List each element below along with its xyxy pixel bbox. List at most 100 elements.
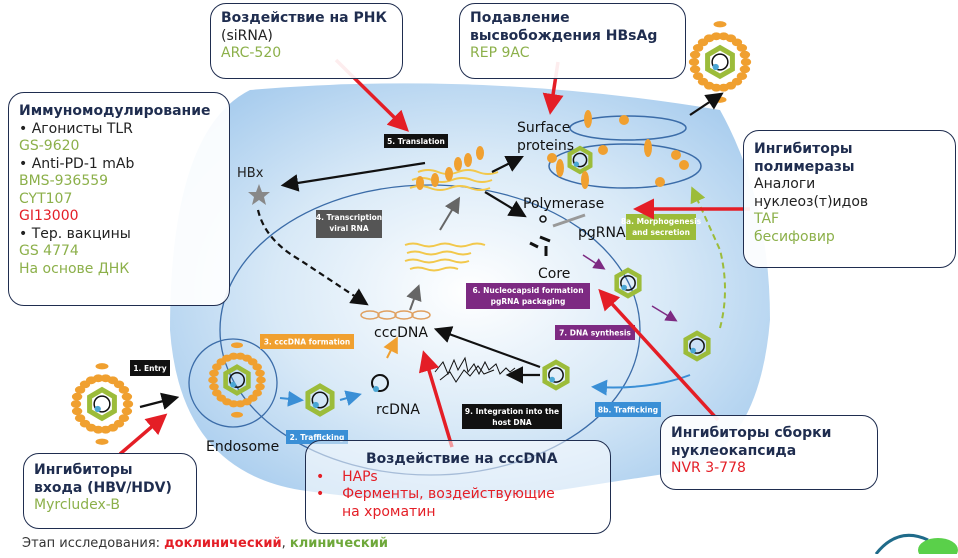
cccdna-chain [360,310,431,320]
host-dna [434,356,516,383]
drug-taf: TAF [754,211,780,227]
box-cccdna-targeting: Воздействие на cccDNA • HAPs • Ферменты,… [305,440,611,534]
polymerase-line-1: Аналоги [754,176,816,192]
legend-prefix: Этап исследования: [22,536,165,551]
legend-clinical: клинический [289,536,388,551]
step-label-8b: 8b. Trafficking [595,402,661,417]
step-label-text: 9. Integration into the [465,407,559,416]
surface-protein [598,145,608,155]
step-label-text: 7. DNA synthesis [559,329,631,338]
translating-mrna [409,169,499,191]
box-polymerase-title-2: полимеразы [754,158,855,175]
step-label-text: pgRNA packaging [491,297,566,306]
immuno-bullet-pd1: • Anti-PD-1 mAb [19,155,135,172]
immuno-bullet-tlr: • Агонисты TLR [19,120,133,137]
arrow-trafficking-1 [279,390,304,407]
arrow-secretion [689,92,724,116]
drug-arc-520: ARC-520 [221,45,282,61]
hbx-star [248,184,270,205]
cccdna-item-enzymes: • Ферменты, воздействующие [316,486,555,502]
step-label-bg [466,283,590,309]
pgrna-symbol [552,213,586,228]
arrow-rna-up [439,196,461,231]
step-label-bg [130,360,170,376]
polymerase-symbol [539,215,547,223]
virion-in-endosome [208,342,266,418]
nucleocapsid-pgrna [614,267,642,299]
cccdna-item-haps: • HAPs [316,468,378,485]
step-label-bg [595,402,661,417]
cccdna-item-enzymes-text: Ферменты, воздействующие [342,486,555,502]
step-label-bg [384,134,448,148]
mature-nucleocapsid [683,330,711,362]
box-entry-title-1: Ингибиторы [34,462,133,478]
drug-gs-9620: GS-9620 [19,138,80,154]
surface-protein [671,150,681,160]
box-cccdna-title: Воздействие на cccDNA [366,451,558,467]
arrow-cccdna-to-rna [406,284,422,311]
arrow-hbx-to-cccdna [256,209,369,306]
arrow-trafficking-2 [339,390,362,406]
surface-protein [655,177,665,187]
ribosomes [416,146,484,190]
rcdna-ring [371,374,389,392]
label-surface: Surface [517,120,570,136]
capsid-in-er [567,145,593,175]
box-entry-title-2: входа (HBV/HDV) [34,479,172,496]
virion-secreted-capsid [705,44,735,80]
arrow-to-nucleocapsid [582,254,606,270]
cccdna-item-haps-text: HAPs [342,468,378,485]
virion-in-endosome-capsid [223,364,251,396]
box-hbsag-title-1: Подавление [470,10,570,26]
step-label-6: 6. Nucleocapsid formation pgRNA packaging [466,283,590,309]
viral-rna [404,242,486,272]
label-proteins: proteins [517,138,574,154]
drug-rep-9ac: REP 9AC [470,45,530,61]
core-symbol [529,235,551,256]
step-label-7: 7. DNA synthesis [555,325,635,340]
drug-bms-936559: BMS-936559 [19,173,109,189]
step-label-text: 3. cccDNA formation [264,338,351,347]
logo-icon [874,533,958,554]
step-label-text: 8b. Trafficking [598,406,658,415]
polymerase-dot [373,386,379,392]
immuno-bullet-vaccines: • Тер. вакцины [19,225,131,242]
recycled-nucleocapsid [542,359,570,391]
step-label-bg [555,325,635,340]
step-label-3: 3. cccDNA formation [260,334,354,349]
arrow-recycle-cccdna [433,326,541,369]
step-label-text: 4. Transcription [316,213,382,222]
box-capsid-title-1: Ингибиторы сборки [671,425,832,441]
drug-myrcludex-b: Myrcludex-B [34,497,120,513]
cccdna-item-chromatin: на хроматин [342,503,436,520]
box-hbsag-title-2: высвобождения HBsAg [470,27,658,44]
er-membrane-1 [569,115,687,141]
research-stage-legend: Этап исследования: доклинический, клинич… [22,536,388,551]
virion-entering-capsid [87,386,117,422]
immuno-bullet-pd1-text: Anti-PD-1 mAb [31,155,135,172]
box-immuno-title: Иммуномодулирование [19,103,211,119]
box-polymerase-title-1: Ингибиторы [754,141,853,157]
immuno-bullet-tlr-text: Агонисты TLR [31,120,133,137]
red-arrow-capsid [598,288,720,422]
polymerase-line-2: нуклеоз(т)идов [754,193,869,210]
endosome [188,338,278,428]
surface-protein [644,139,652,157]
label-hbx: HBx [237,166,264,181]
step-label-bg [316,210,382,238]
surface-protein [547,153,557,163]
surface-protein [584,110,592,128]
step-label-text: 6. Nucleocapsid formation [472,286,583,295]
box-polymerase-inhibitors: Ингибиторы полимеразы Аналоги нуклеоз(т)… [743,130,956,268]
legend-sep: , [281,536,290,551]
box-capsid-inhibitors: Ингибиторы сборки нуклеокапсида NVR 3-77… [660,415,878,490]
box-immunomodulation: Иммуномодулирование • Агонисты TLR GS-96… [8,92,230,306]
immuno-bullet-vaccines-text: Тер. вакцины [31,225,131,242]
drug-nvr-3-778: NVR 3-778 [671,460,746,476]
arrow-morphogenesis [690,186,726,329]
step-label-bg [260,334,354,349]
capsid-trafficking [305,383,335,417]
